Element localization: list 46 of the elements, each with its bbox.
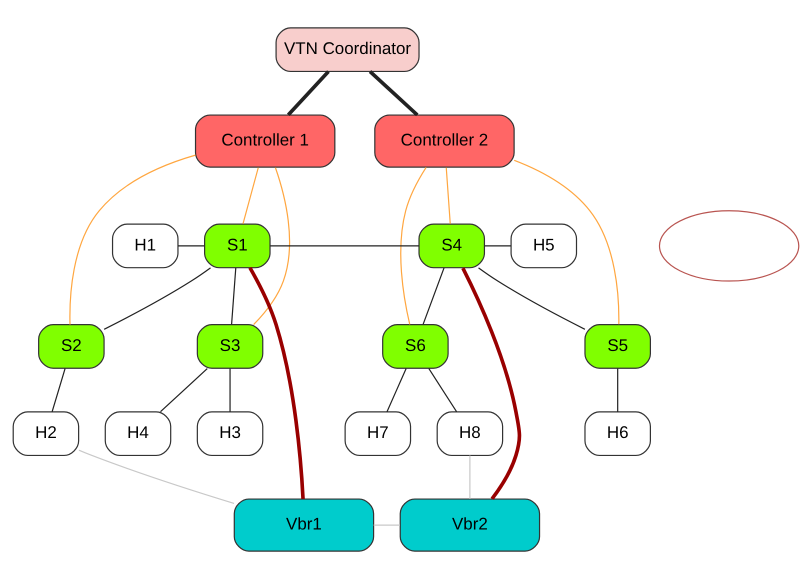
- node-box: VTN Coordinator: [275, 27, 420, 72]
- connector: [428, 368, 458, 412]
- connector: [78, 450, 234, 504]
- node-box: H3: [196, 411, 264, 456]
- connector: [469, 456, 470, 499]
- node-box: H8: [436, 411, 504, 456]
- connector: [286, 70, 330, 116]
- node-box: Controller 2: [374, 114, 515, 168]
- connector: [484, 245, 511, 246]
- connector: [248, 266, 305, 499]
- node-box: Controller 1: [194, 114, 336, 168]
- node-box: Vbr1: [234, 498, 374, 552]
- connector: [478, 267, 586, 330]
- node-box: H1: [112, 223, 179, 268]
- connector: [104, 267, 211, 330]
- connector: [422, 268, 445, 325]
- node-box: S2: [38, 324, 105, 369]
- connector: [374, 524, 400, 526]
- node-box: H2: [12, 411, 80, 456]
- node-box: Vbr2: [400, 498, 540, 552]
- connector: [514, 160, 620, 324]
- node-box: S5: [584, 324, 651, 369]
- connector: [52, 368, 66, 412]
- node-ellipse: [658, 210, 800, 282]
- connector: [368, 70, 418, 116]
- node-box: H5: [510, 223, 578, 268]
- connector: [461, 267, 522, 500]
- connector: [69, 154, 196, 324]
- connector: [178, 245, 204, 246]
- node-box: H7: [344, 411, 412, 456]
- node-box: S4: [418, 223, 486, 268]
- connector: [400, 166, 427, 324]
- connector: [270, 245, 419, 246]
- connector: [160, 368, 208, 412]
- node-box: S1: [204, 223, 271, 268]
- connector: [617, 368, 618, 412]
- node-box: S3: [196, 324, 264, 369]
- node-box: H6: [584, 411, 651, 456]
- node-box: S6: [382, 324, 449, 369]
- connector: [230, 268, 236, 324]
- connector: [242, 167, 259, 224]
- node-box: H4: [104, 411, 172, 456]
- connector: [253, 167, 290, 325]
- connector: [229, 368, 231, 412]
- connector: [386, 368, 407, 412]
- connector: [446, 168, 451, 224]
